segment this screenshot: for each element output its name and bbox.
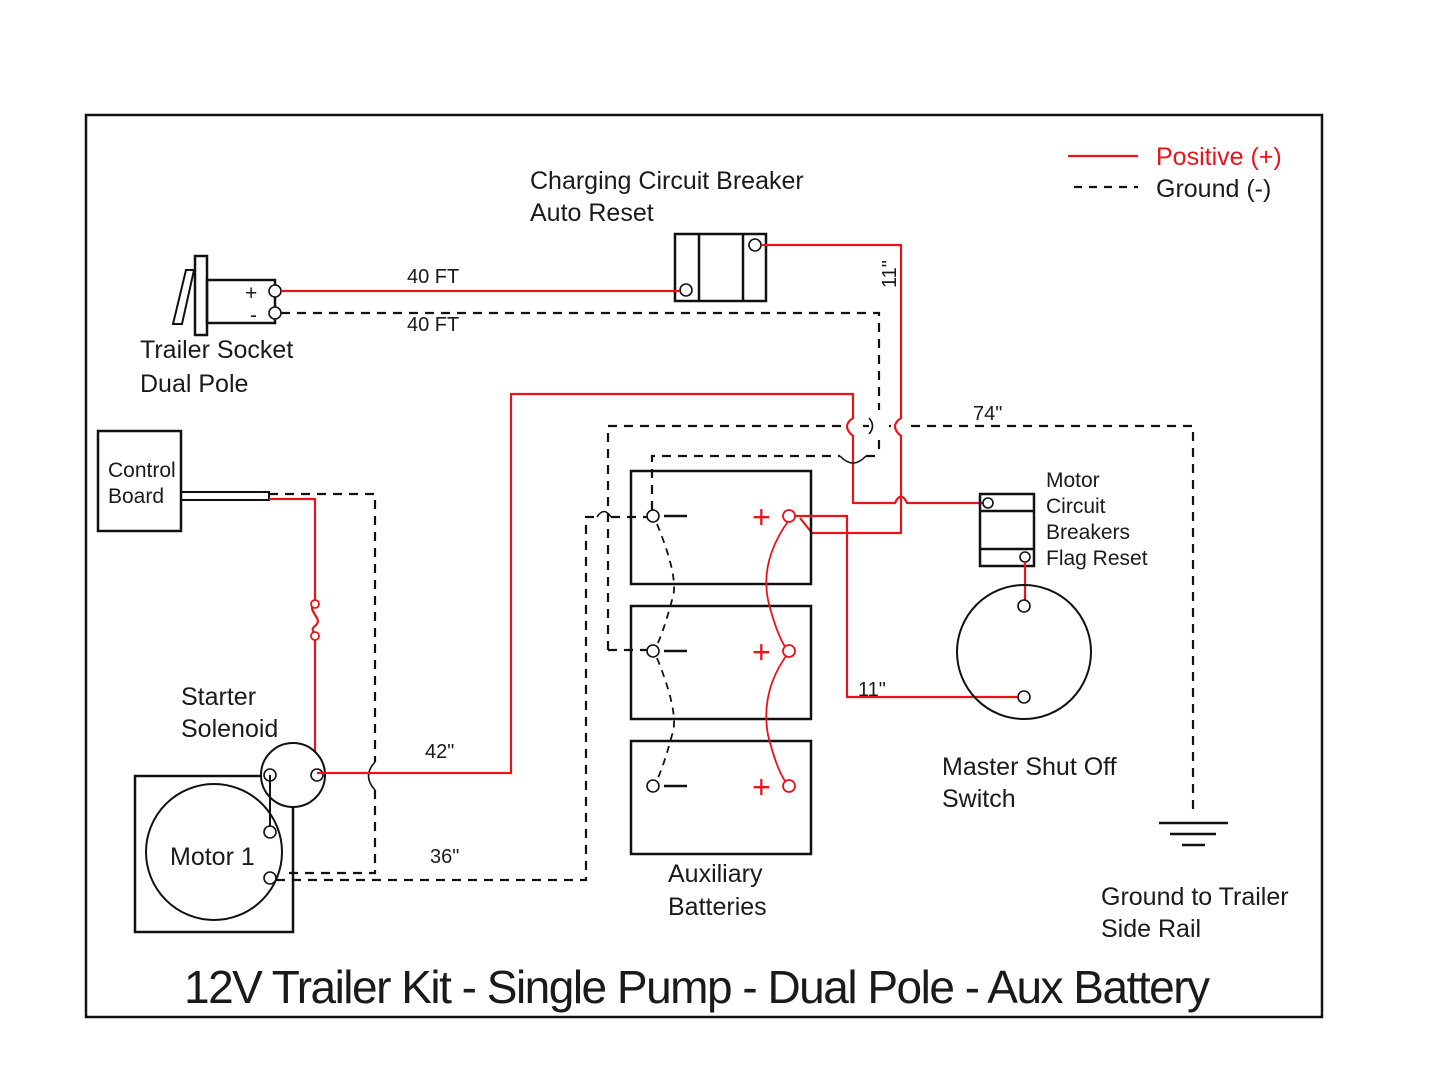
trailer-socket-label-2: Dual Pole — [140, 370, 248, 398]
starter-solenoid-label-1: Starter — [181, 683, 256, 711]
switch-terminal-bottom — [1017, 690, 1031, 704]
charging-breaker-label-2: Auto Reset — [530, 199, 654, 227]
motor-terminal-1 — [263, 825, 277, 839]
motor-breakers-label-4: Flag Reset — [1046, 547, 1148, 570]
battery-3 — [629, 739, 813, 856]
length-breaker-to-battery: 11" — [879, 260, 901, 288]
battery-3-plus-sign: + — [752, 769, 771, 805]
breaker-terminal-in — [679, 283, 693, 297]
battery-2-negative — [646, 644, 660, 658]
socket-minus-sign: - — [250, 304, 257, 327]
length-socket-ground: 40 FT — [407, 314, 459, 336]
wire-battery-to-switch — [795, 514, 1024, 699]
motor-1 — [145, 783, 283, 921]
auxiliary-batteries: + + + Auxiliary Batteries — [629, 469, 813, 921]
switch-terminal-top — [1017, 599, 1031, 613]
breaker-terminal-out — [748, 238, 762, 252]
wire-battery-ground — [650, 454, 879, 510]
legend-ground-label: Ground (-) — [1156, 175, 1271, 203]
wire-ground-to-rail — [606, 424, 1195, 815]
legend: Positive (+) Ground (-) — [1068, 143, 1282, 203]
battery-2 — [629, 604, 813, 721]
length-battery-to-switch: 11" — [858, 679, 886, 701]
fuse-terminal-bottom — [310, 631, 320, 641]
fuse-terminal-top — [310, 599, 320, 609]
length-socket-positive: 40 FT — [407, 266, 459, 288]
master-switch-label-2: Switch — [942, 785, 1016, 813]
battery-2-plus-sign: + — [752, 634, 771, 670]
socket-plus-sign: + — [245, 282, 257, 305]
length-motor-ground: 36" — [430, 846, 459, 868]
length-solenoid-to-battery: 42" — [425, 741, 454, 763]
starter-solenoid — [260, 742, 326, 808]
master-switch-label-1: Master Shut Off — [942, 753, 1117, 781]
solenoid-terminal-2 — [310, 768, 324, 782]
control-board-label-1: Control — [108, 459, 176, 482]
battery-2-positive — [782, 644, 796, 658]
ground-symbol — [1159, 821, 1228, 847]
battery-3-negative — [646, 779, 660, 793]
control-board: Control Board — [96, 429, 270, 533]
charging-breaker-label-1: Charging Circuit Breaker — [530, 167, 804, 195]
battery-1-negative — [646, 509, 660, 523]
ground-rail-label-2: Side Rail — [1101, 915, 1201, 943]
control-board-label-2: Board — [108, 485, 164, 508]
wire-socket-ground — [281, 311, 881, 455]
starter-solenoid-label-2: Solenoid — [181, 715, 278, 743]
battery-3-positive — [782, 779, 796, 793]
wire-breaker-to-battery — [761, 243, 903, 535]
motor-terminal-2 — [263, 871, 277, 885]
wire-jump — [596, 510, 612, 518]
socket-terminal-ground — [268, 306, 282, 320]
motor-circuit-breakers: Motor Circuit Breakers Flag Reset — [978, 469, 1148, 570]
trailer-socket-label-1: Trailer Socket — [140, 336, 293, 364]
legend-positive-label: Positive (+) — [1156, 143, 1282, 171]
socket-terminal-positive — [268, 284, 282, 298]
wire-control-positive — [269, 497, 317, 602]
wire-jump — [868, 417, 874, 435]
motor-breakers-label-1: Motor — [1046, 469, 1100, 492]
battery-1 — [629, 469, 813, 586]
wire-motor-ground — [276, 515, 648, 882]
length-ground-to-rail: 74" — [973, 403, 1002, 425]
motor-breaker-terminal-in — [982, 497, 994, 509]
motor-assembly: Motor 1 Starter Solenoid — [133, 683, 326, 934]
ground-rail-label-1: Ground to Trailer — [1101, 883, 1289, 911]
battery-1-plus-sign: + — [752, 499, 771, 535]
motor-breakers-label-2: Circuit — [1046, 495, 1106, 518]
battery-ground-link — [656, 523, 675, 781]
wire-jump — [367, 761, 376, 791]
trailer-socket: + - Trailer Socket Dual Pole — [140, 254, 293, 398]
battery-1-positive — [782, 509, 796, 523]
motor-label: Motor 1 — [170, 843, 255, 871]
motor-breaker-terminal-out — [1019, 551, 1031, 563]
diagram-title: 12V Trailer Kit - Single Pump - Dual Pol… — [184, 961, 1210, 1013]
aux-batteries-label-2: Batteries — [668, 893, 767, 921]
wire-jump — [839, 455, 867, 464]
charging-circuit-breaker: Charging Circuit Breaker Auto Reset — [530, 167, 804, 303]
motor-breakers-label-3: Breakers — [1046, 521, 1130, 544]
wire-control-ground — [269, 492, 377, 875]
wire-solenoid-to-breaker — [317, 392, 985, 775]
master-shut-off-switch: Master Shut Off Switch — [942, 584, 1117, 813]
aux-batteries-label-1: Auxiliary — [668, 860, 763, 888]
diagram-frame — [84, 113, 1324, 1019]
